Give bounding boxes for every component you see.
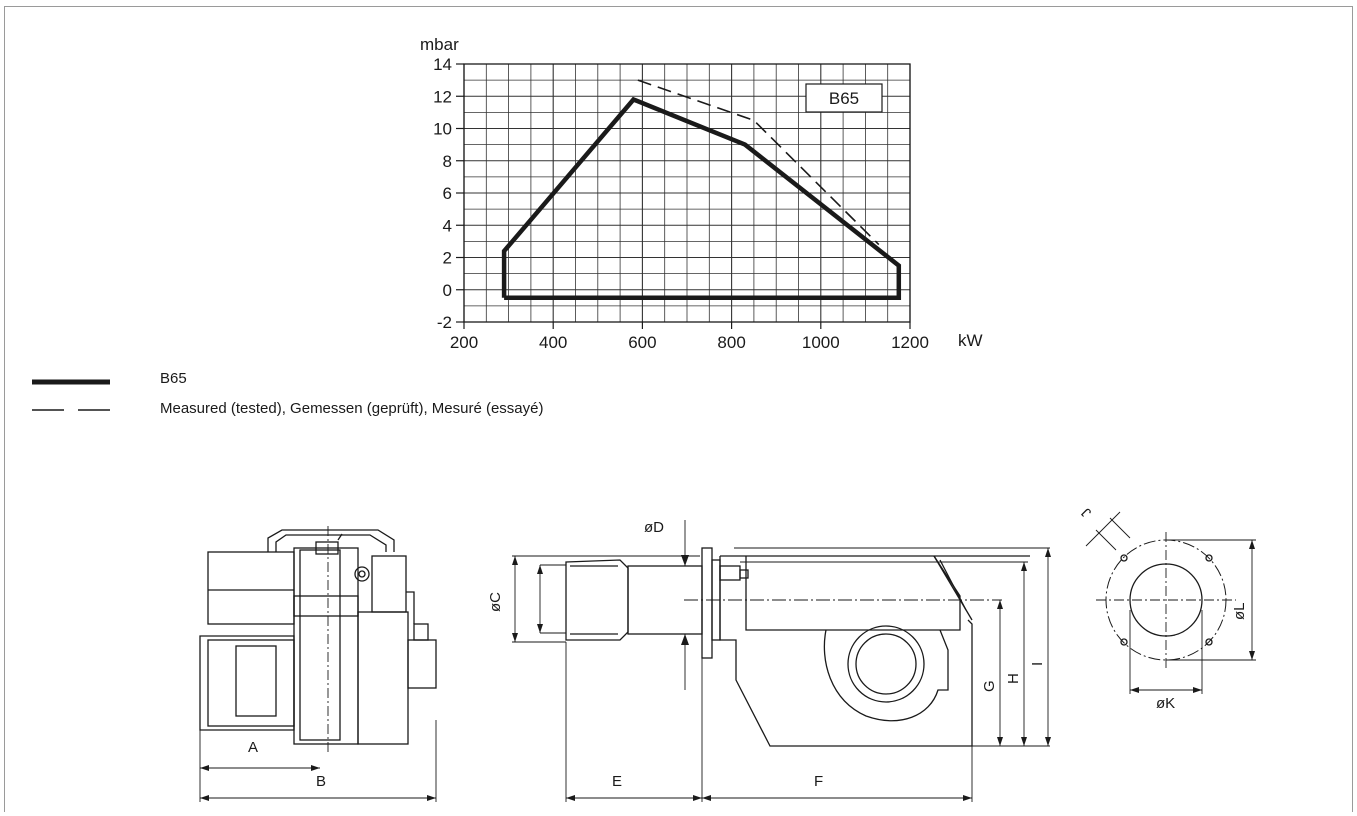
y-tick-label: 8	[443, 152, 452, 171]
x-tick-label: 400	[539, 333, 567, 352]
series-measured-line	[637, 79, 880, 246]
x-tick-label: 600	[628, 333, 656, 352]
page-frame	[4, 6, 1353, 812]
y-tick-label: 4	[443, 216, 452, 235]
x-tick-label: 1200	[891, 333, 929, 352]
chart-series	[501, 79, 902, 301]
legend-solid-swatch	[32, 379, 110, 385]
y-tick-label: -2	[437, 313, 452, 332]
annotation-label: B65	[829, 89, 859, 108]
y-tick-label: 14	[433, 55, 452, 74]
y-tick-label: 2	[443, 249, 452, 268]
y-tick-label: 10	[433, 120, 452, 139]
y-tick-label: 0	[443, 281, 452, 300]
chart-labels: 200 400 600 800 1000 1200 14 12 10 8 6 4 2 0 -2 mbar kW B…	[420, 35, 983, 352]
x-tick-label: 1000	[802, 333, 840, 352]
pressure-capacity-chart: 200 400 600 800 1000 1200 14 12 10 8 6 4 2 0 -2 mbar kW B…	[420, 35, 983, 352]
x-tick-label: 200	[450, 333, 478, 352]
x-tick-label: 800	[717, 333, 745, 352]
x-axis-label: kW	[958, 331, 983, 350]
legend-dashed-swatch	[32, 409, 110, 411]
chart-axes	[456, 63, 911, 329]
legend-label-solid: B65	[160, 370, 187, 387]
y-tick-label: 12	[433, 87, 452, 106]
y-axis-label: mbar	[420, 35, 459, 54]
legend-label-dashed: Measured (tested), Gemessen (geprüft), M…	[160, 400, 544, 417]
y-tick-label: 6	[443, 184, 452, 203]
annotation-box	[805, 83, 883, 113]
series-b65-envelope	[501, 96, 902, 301]
